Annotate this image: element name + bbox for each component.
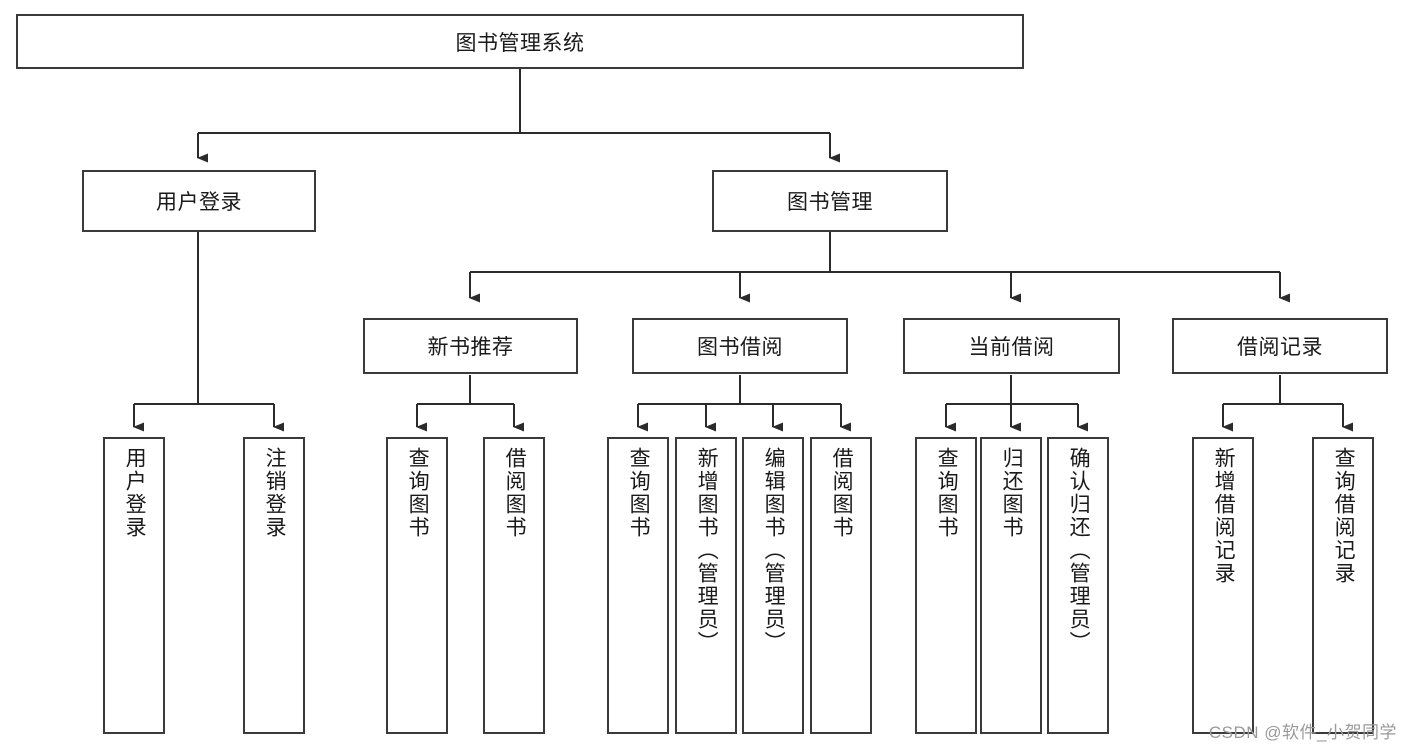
node-current-borrow[interactable]: 当前借阅 xyxy=(903,318,1120,374)
node-user-login-label: 用户登录 xyxy=(156,191,242,214)
node-leaf-borrow-book-1-label: 借阅图书 xyxy=(503,447,527,539)
node-leaf-query-record-label: 查询借阅记录 xyxy=(1332,447,1356,585)
node-book-borrow-label: 图书借阅 xyxy=(697,336,783,359)
node-new-book-recommend-label: 新书推荐 xyxy=(427,336,514,359)
node-leaf-borrow-book-1[interactable]: 借阅图书 xyxy=(483,437,545,734)
node-leaf-add-book-label: 新增图书（管理员） xyxy=(695,447,719,654)
node-new-book-recommend[interactable]: 新书推荐 xyxy=(363,318,578,374)
node-leaf-return-book[interactable]: 归还图书 xyxy=(980,437,1042,734)
node-leaf-user-logout[interactable]: 注销登录 xyxy=(243,437,305,734)
node-leaf-confirm-return-label: 确认归还（管理员） xyxy=(1067,447,1091,654)
node-leaf-query-book-3-label: 查询图书 xyxy=(935,447,959,539)
node-leaf-query-book-1-label: 查询图书 xyxy=(406,447,430,539)
node-leaf-query-record[interactable]: 查询借阅记录 xyxy=(1312,437,1374,734)
node-root[interactable]: 图书管理系统 xyxy=(16,14,1024,69)
node-leaf-confirm-return[interactable]: 确认归还（管理员） xyxy=(1047,437,1109,734)
node-leaf-add-book[interactable]: 新增图书（管理员） xyxy=(675,437,737,734)
node-book-manage[interactable]: 图书管理 xyxy=(712,170,948,232)
node-leaf-query-book-2[interactable]: 查询图书 xyxy=(607,437,669,734)
node-leaf-edit-book-label: 编辑图书（管理员） xyxy=(762,447,786,654)
node-leaf-borrow-book-2-label: 借阅图书 xyxy=(830,447,854,539)
node-leaf-user-login-label: 用户登录 xyxy=(123,447,147,539)
node-book-borrow[interactable]: 图书借阅 xyxy=(632,318,848,374)
node-leaf-user-logout-label: 注销登录 xyxy=(263,447,287,539)
node-leaf-add-record-label: 新增借阅记录 xyxy=(1212,447,1236,585)
node-leaf-add-record[interactable]: 新增借阅记录 xyxy=(1192,437,1254,734)
node-borrow-record[interactable]: 借阅记录 xyxy=(1172,318,1388,374)
csdn-watermark: CSDN @软件_小贺同学 xyxy=(1208,723,1397,742)
node-user-login[interactable]: 用户登录 xyxy=(82,170,316,232)
node-current-borrow-label: 当前借阅 xyxy=(968,336,1055,359)
node-leaf-borrow-book-2[interactable]: 借阅图书 xyxy=(810,437,872,734)
node-leaf-query-book-1[interactable]: 查询图书 xyxy=(386,437,448,734)
node-leaf-user-login[interactable]: 用户登录 xyxy=(103,437,165,734)
node-borrow-record-label: 借阅记录 xyxy=(1237,336,1323,359)
node-leaf-edit-book[interactable]: 编辑图书（管理员） xyxy=(742,437,804,734)
node-leaf-return-book-label: 归还图书 xyxy=(1000,447,1024,539)
node-book-manage-label: 图书管理 xyxy=(787,191,873,214)
node-leaf-query-book-3[interactable]: 查询图书 xyxy=(915,437,977,734)
node-root-label: 图书管理系统 xyxy=(455,31,585,55)
node-leaf-query-book-2-label: 查询图书 xyxy=(627,447,651,539)
